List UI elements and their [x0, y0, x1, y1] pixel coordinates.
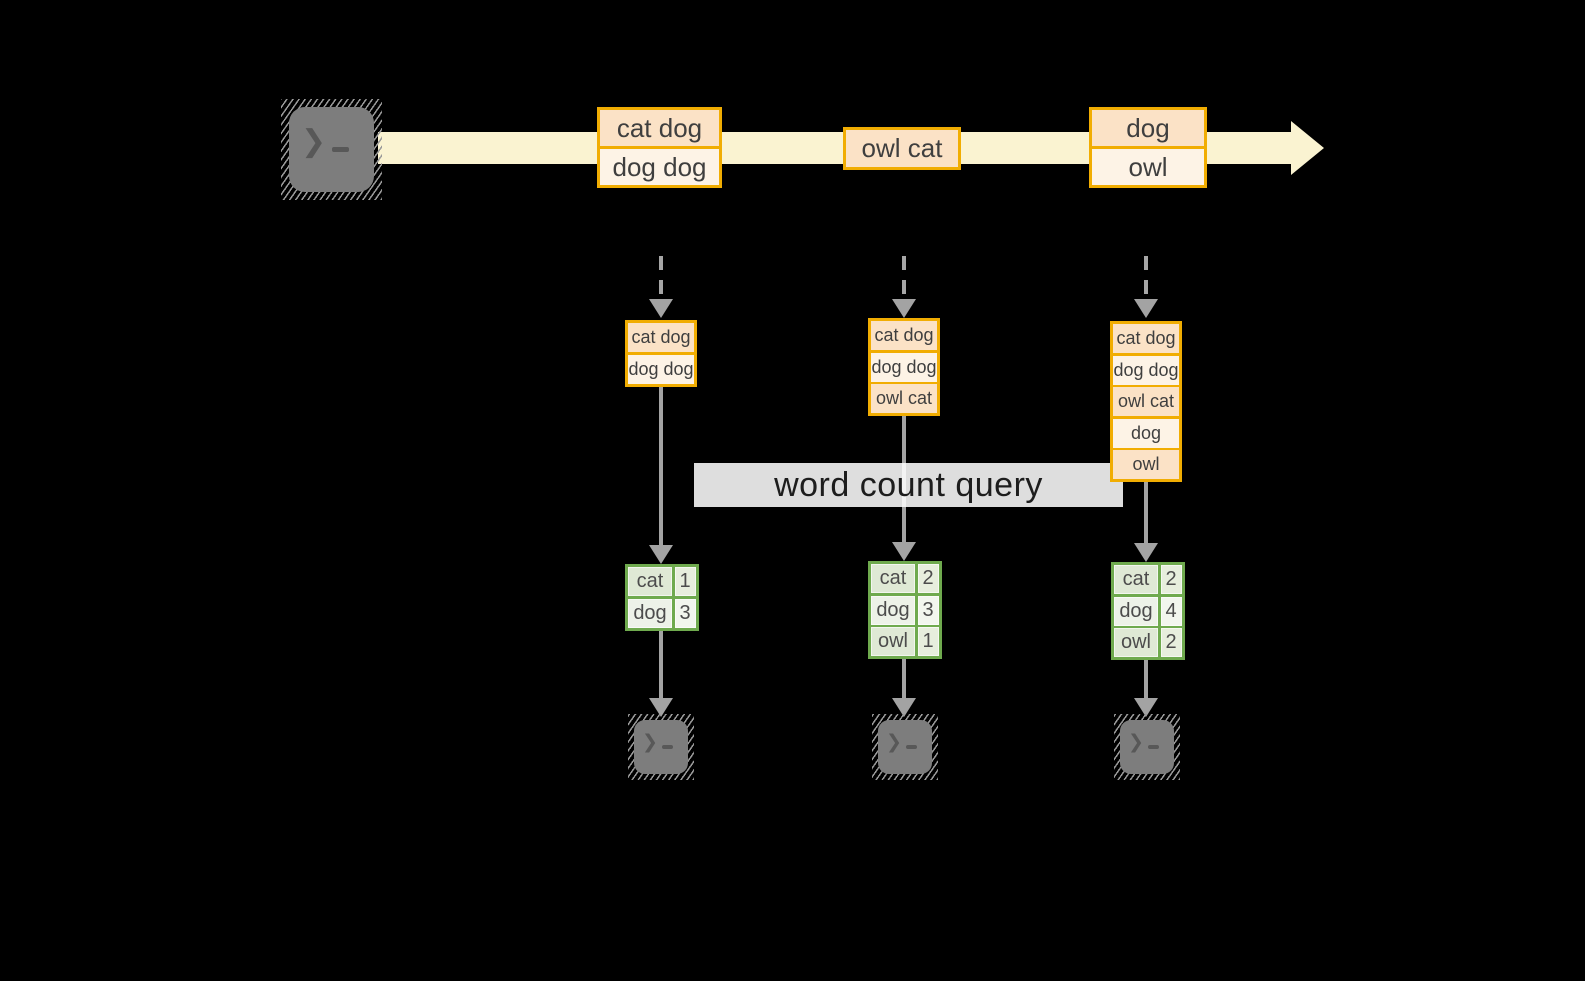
dashed-down-arrow: [902, 256, 906, 298]
prompt-cursor-icon: [1147, 745, 1159, 749]
word-count-table-1: cat 1 dog 3: [625, 564, 699, 631]
terminal-prompt-icon: ❯: [1128, 730, 1159, 752]
state-stack-3: cat dog dog dog owl cat dog owl: [1110, 321, 1182, 482]
event-line: cat dog: [600, 110, 719, 146]
word-count-table-2: cat 2 dog 3 owl 1: [868, 561, 942, 659]
prompt-chevron-icon: ❯: [886, 732, 902, 753]
state-row: cat dog: [1113, 324, 1179, 353]
source-terminal-icon: ❯: [281, 99, 382, 200]
event-line: owl: [1092, 149, 1204, 185]
word-cell: cat: [1114, 565, 1158, 594]
word-cell: dog: [1114, 596, 1158, 626]
sink-terminal-icon-3: ❯: [1114, 714, 1180, 780]
word-cell: cat: [871, 564, 915, 593]
terminal-prompt-icon: ❯: [301, 123, 350, 158]
prompt-chevron-icon: ❯: [301, 125, 327, 158]
state-stack-2: cat dog dog dog owl cat: [868, 318, 940, 416]
arrowhead-icon: [892, 542, 916, 561]
arrowhead-icon: [649, 299, 673, 318]
word-cell: owl: [871, 627, 915, 656]
arrowhead-icon: [649, 545, 673, 564]
state-row: dog: [1113, 418, 1179, 448]
count-cell: 1: [917, 627, 939, 656]
count-cell: 2: [1160, 565, 1182, 594]
terminal-body: ❯: [634, 720, 688, 774]
dashed-down-arrow: [1144, 256, 1148, 298]
word-cell: dog: [628, 598, 672, 628]
arrowhead-icon: [1134, 543, 1158, 562]
state-row: dog dog: [1113, 355, 1179, 385]
flow-line: [659, 385, 663, 545]
count-cell: 3: [917, 595, 939, 625]
arrowhead-icon: [1134, 299, 1158, 318]
dashed-down-arrow: [659, 256, 663, 298]
state-row: cat dog: [871, 321, 937, 350]
query-banner-label: word count query: [774, 465, 1043, 504]
prompt-cursor-icon: [332, 147, 350, 152]
state-stack-1: cat dog dog dog: [625, 320, 697, 387]
arrowhead-icon: [892, 698, 916, 717]
flow-line: [902, 656, 906, 698]
state-row: owl cat: [871, 384, 937, 413]
flow-line: [659, 630, 663, 698]
word-count-table-3: cat 2 dog 4 owl 2: [1111, 562, 1185, 660]
count-cell: 4: [1160, 596, 1182, 626]
prompt-chevron-icon: ❯: [1128, 732, 1144, 753]
terminal-body: ❯: [1120, 720, 1174, 774]
prompt-cursor-icon: [905, 745, 917, 749]
count-cell: 2: [1160, 628, 1182, 657]
stream-event-batch-3: dog owl: [1089, 107, 1207, 188]
terminal-body: ❯: [878, 720, 932, 774]
terminal-body: ❯: [289, 107, 374, 192]
stream-timeline-arrowhead-icon: [1291, 121, 1324, 175]
state-row: cat dog: [628, 323, 694, 352]
prompt-chevron-icon: ❯: [642, 732, 658, 753]
stream-event-batch-1: cat dog dog dog: [597, 107, 722, 188]
word-cell: cat: [628, 567, 672, 596]
event-line: dog: [1092, 110, 1204, 146]
query-banner: word count query: [694, 463, 1123, 507]
count-cell: 3: [674, 598, 696, 628]
arrowhead-icon: [649, 698, 673, 717]
arrowhead-icon: [892, 299, 916, 318]
arrowhead-icon: [1134, 698, 1158, 717]
word-cell: owl: [1114, 628, 1158, 657]
terminal-prompt-icon: ❯: [642, 730, 673, 752]
event-line: dog dog: [600, 149, 719, 185]
state-row: owl cat: [1113, 387, 1179, 416]
count-cell: 1: [674, 567, 696, 596]
flow-line: [1144, 659, 1148, 698]
count-cell: 2: [917, 564, 939, 593]
state-row: owl: [1113, 450, 1179, 479]
terminal-prompt-icon: ❯: [886, 730, 917, 752]
flow-line: [1144, 482, 1148, 543]
prompt-cursor-icon: [661, 745, 673, 749]
sink-terminal-icon-2: ❯: [872, 714, 938, 780]
state-row: dog dog: [628, 354, 694, 384]
word-cell: dog: [871, 595, 915, 625]
state-row: dog dog: [871, 352, 937, 382]
stream-event-batch-2: owl cat: [843, 127, 961, 170]
event-line: owl cat: [846, 130, 958, 167]
sink-terminal-icon-1: ❯: [628, 714, 694, 780]
